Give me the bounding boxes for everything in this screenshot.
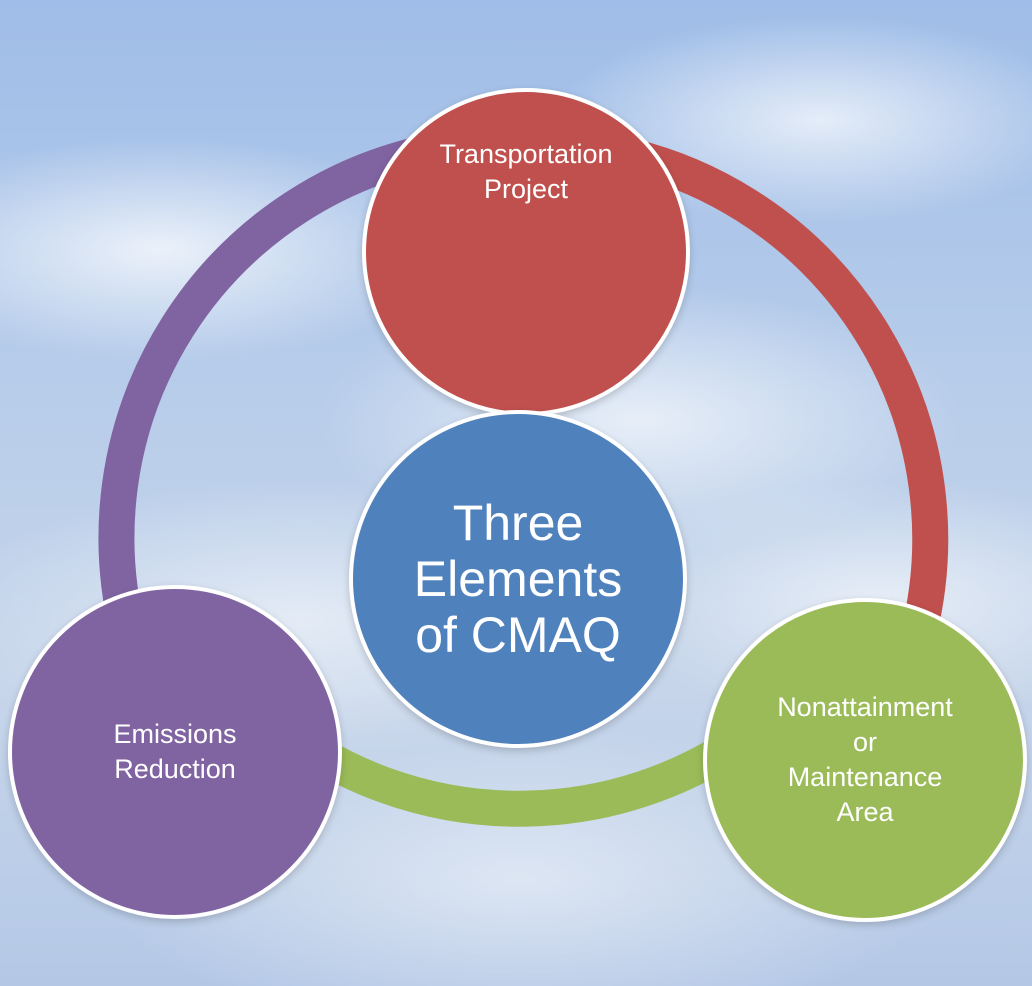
node-nonattainment-area: Nonattainment or Maintenance Area — [703, 598, 1027, 922]
center-node: Three Elements of CMAQ — [349, 410, 687, 748]
node-emissions-reduction-label: Emissions Reduction — [113, 719, 237, 784]
ring-arc-left-to-top — [98, 132, 444, 645]
node-nonattainment-area-label: Nonattainment or Maintenance Area — [777, 692, 953, 827]
node-transportation-project: Transportation Project — [362, 88, 690, 416]
center-node-label: Three Elements of CMAQ — [413, 495, 623, 663]
node-emissions-reduction: Emissions Reduction — [8, 585, 342, 919]
node-transportation-project-label: Transportation Project — [439, 139, 613, 204]
ring-arc-top-to-right — [597, 132, 949, 645]
